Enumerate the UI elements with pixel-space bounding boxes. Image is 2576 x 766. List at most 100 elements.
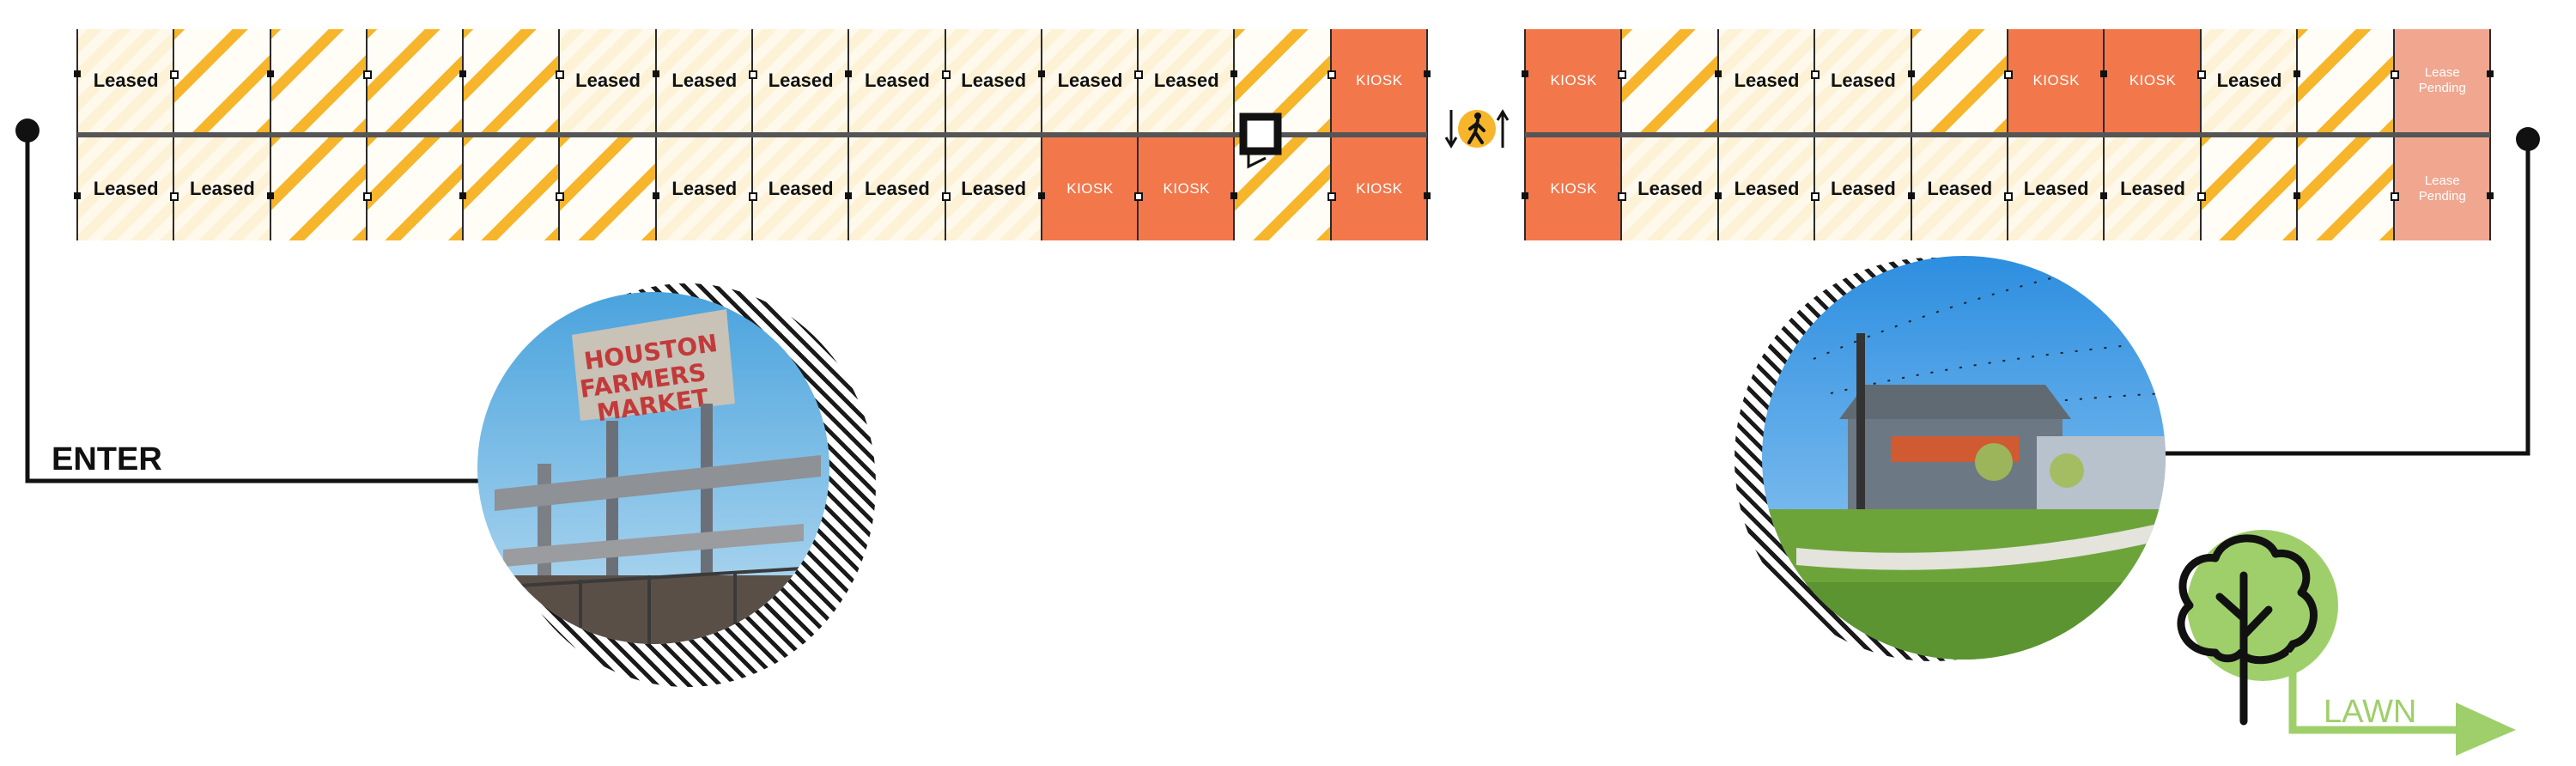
right-unit-r1-c3: Leased (1717, 29, 1816, 132)
left-column-post (74, 70, 81, 77)
left-column-post (652, 192, 659, 199)
right-unit-label: Leased (2120, 178, 2185, 199)
left-column-post (170, 192, 179, 201)
left-column-post (1230, 70, 1238, 77)
left-unit-r1-c2 (173, 29, 271, 132)
left-column-post (266, 192, 274, 199)
right-unit-r2-c10: Lease Pending (2393, 137, 2491, 240)
left-column-post (1134, 70, 1144, 79)
right-unit-r1-c7: KIOSK (2104, 29, 2202, 132)
right-column-post (2004, 70, 2013, 79)
left-unit-r1-c4 (366, 29, 465, 132)
left-unit-r1-c10: Leased (945, 29, 1042, 132)
left-unit-r1-c8: Leased (752, 29, 850, 132)
left-unit-r1-c14: KIOSK (1330, 29, 1428, 132)
right-unit-label: KIOSK (2129, 72, 2177, 88)
houston-farmers-market-sign-photo: HOUSTON FARMERS MARKET (477, 292, 829, 644)
left-unit-r2-c4 (366, 137, 465, 240)
right-column-post (2487, 192, 2494, 199)
left-column-post (1327, 192, 1336, 201)
left-column-post (556, 192, 565, 201)
right-column-post (1522, 70, 1528, 77)
left-column-post (1134, 192, 1144, 201)
right-unit-label: Leased (2023, 178, 2089, 199)
left-wall (1426, 29, 1428, 240)
left-column-post (749, 70, 757, 79)
right-unit-r2-c9 (2297, 137, 2395, 240)
right-unit-r2-c8 (2200, 137, 2299, 240)
left-unit-label: KIOSK (1356, 180, 1403, 197)
left-unit-r2-c3 (270, 137, 368, 240)
right-unit-label: KIOSK (2032, 72, 2080, 88)
left-column-post (845, 70, 853, 77)
right-unit-r1-c6: KIOSK (2008, 29, 2105, 132)
left-column-post (1424, 70, 1431, 77)
right-unit-label: Leased (1830, 178, 1896, 199)
right-unit-r1-c1: KIOSK (1525, 29, 1623, 132)
right-column-post (2196, 192, 2206, 201)
right-column-post (2004, 192, 2013, 201)
right-unit-r1-c4: Leased (1814, 29, 1912, 132)
left-column-post (845, 192, 853, 199)
left-unit-label: Leased (575, 70, 641, 91)
left-unit-r1-c9: Leased (848, 29, 946, 132)
left-column-post (1230, 192, 1238, 199)
right-unit-r2-c7: Leased (2104, 137, 2202, 240)
right-unit-r1-c9 (2297, 29, 2395, 132)
left-unit-label: Leased (768, 178, 834, 199)
left-column-post (74, 192, 81, 199)
left-unit-r1-c5 (463, 29, 561, 132)
pedestrian-icon (1444, 109, 1510, 149)
right-column-post (1522, 192, 1528, 199)
left-unit-label: Leased (190, 178, 255, 199)
right-unit-r2-c3: Leased (1717, 137, 1816, 240)
right-column-post (2100, 192, 2108, 199)
market-building-lawn-photo (1762, 256, 2166, 660)
enter-label: ENTER (52, 441, 162, 477)
right-column-post (2487, 70, 2494, 77)
right-wall (2489, 29, 2491, 240)
right-unit-r2-c1: KIOSK (1525, 137, 1623, 240)
left-unit-label: Leased (93, 70, 159, 91)
left-unit-r1-c3 (270, 29, 368, 132)
right-unit-label: Leased (1734, 178, 1800, 199)
left-unit-label: KIOSK (1066, 180, 1114, 197)
right-column-post (1907, 70, 1915, 77)
right-column-post (1618, 70, 1627, 79)
left-unit-r1-c12: Leased (1138, 29, 1236, 132)
tree-icon (2177, 530, 2338, 726)
left-unit-label: Leased (768, 70, 834, 91)
right-unit-r1-c10: Lease Pending (2393, 29, 2491, 132)
left-unit-label: KIOSK (1356, 72, 1403, 88)
left-column-post (170, 70, 179, 79)
right-unit-label: KIOSK (1550, 180, 1597, 197)
left-unit-r2-c5 (463, 137, 561, 240)
left-column-post (1037, 70, 1045, 77)
right-column-post (1618, 192, 1627, 201)
left-unit-label: KIOSK (1163, 180, 1211, 197)
right-unit-label: KIOSK (1550, 72, 1597, 88)
left-column-post (1327, 70, 1336, 79)
right-corridor (1525, 132, 2490, 137)
right-unit-r2-c4: Leased (1814, 137, 1912, 240)
left-unit-r2-c1: Leased (77, 137, 175, 240)
left-unit-r1-c6: Leased (559, 29, 657, 132)
left-column-post (941, 192, 951, 201)
right-unit-label: Lease Pending (2418, 65, 2466, 95)
right-column-post (2390, 192, 2399, 201)
left-column-post (1037, 192, 1045, 199)
left-corridor (77, 132, 1427, 137)
left-unit-r2-c8: Leased (752, 137, 850, 240)
right-column-post (1714, 70, 1722, 77)
left-column-post (266, 70, 274, 77)
left-unit-label: Leased (1057, 70, 1123, 91)
left-column-post (652, 70, 659, 77)
left-unit-label: Leased (1153, 70, 1219, 91)
stairs-icon (1239, 112, 1282, 169)
right-unit-label: Leased (1830, 70, 1896, 91)
left-column-post (459, 192, 467, 199)
right-unit-label: Leased (1927, 178, 1993, 199)
right-unit-r2-c5: Leased (1911, 137, 2008, 240)
